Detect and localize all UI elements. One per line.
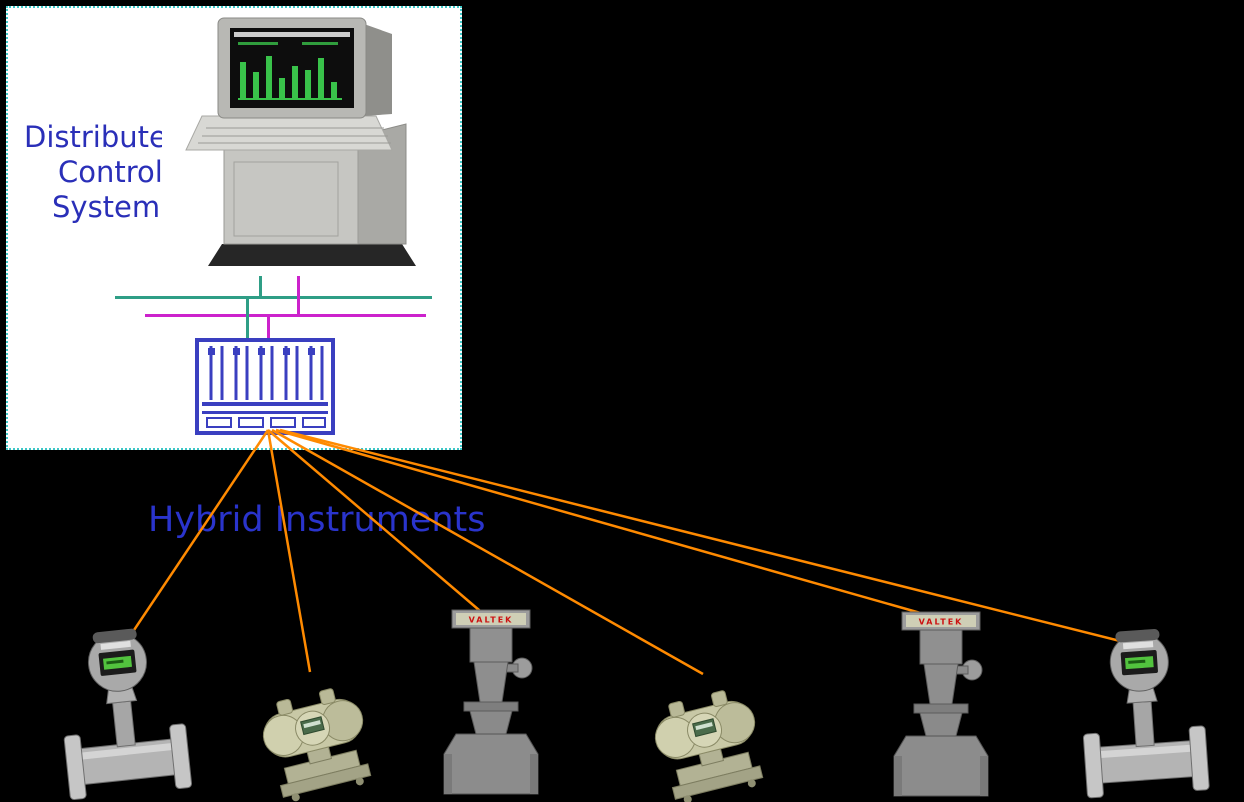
console-base-shadow [208,244,416,266]
console-monitor [217,17,392,119]
console-keyboard [185,115,393,151]
dcs-label: Distributed Control System [24,120,185,224]
valve-body [443,733,539,795]
conduit-ports [668,690,728,718]
actuator-top: VALTEK [901,611,981,665]
valve-body [893,735,989,797]
conduit-ports [276,688,336,716]
meter-neck [106,687,138,748]
dcs-label-line-2: Control [58,154,163,189]
rack-card-tabs [208,348,315,355]
valve-brand-label: VALTEK [919,618,964,627]
meter-head [1109,629,1169,692]
hybrid-instruments-label: Hybrid Instruments [148,500,486,540]
pressure-transmitter-2 [632,648,778,802]
dcs-label-line-3: System [52,189,161,224]
control-valve-2: VALTEK [886,610,996,802]
dcs-bus-line-teal [115,296,432,299]
io-rack-schematic [195,338,335,435]
console-drop-magenta [297,272,300,316]
console-drop-teal [259,272,262,298]
dcs-bus-line-magenta [145,314,426,317]
rack-drop-teal [246,297,249,339]
rack-terminal-blocks [206,417,326,428]
pipe-assembly [1082,725,1210,799]
pipe-assembly [63,723,193,801]
dcs-region-box: Distributed Control System [6,6,462,450]
vortex-flowmeter-image [63,628,193,801]
vortex-flowmeter-1 [49,622,196,802]
process-flange [671,751,764,802]
dcs-console-image [162,10,454,276]
control-valve-image: VALTEK [893,611,989,797]
rack-drop-magenta [267,315,270,339]
meter-neck [1126,687,1158,748]
dcs-label-line-1: Distributed [24,120,186,154]
process-flange [279,749,372,802]
actuator-top: VALTEK [451,609,531,663]
pressure-transmitter-image [654,690,764,802]
valve-brand-label: VALTEK [469,616,514,625]
yoke [913,659,983,737]
screen-bar-graphs [238,42,342,100]
pressure-transmitter-1 [240,646,386,802]
control-valve-1: VALTEK [436,608,546,802]
pressure-transmitter-image [262,688,372,802]
vortex-flowmeter-image [1082,629,1210,799]
yoke [463,657,533,735]
signal-wire [266,429,312,673]
vortex-flowmeter-2 [1072,624,1214,802]
control-valve-image: VALTEK [443,609,539,795]
meter-head [87,628,147,692]
